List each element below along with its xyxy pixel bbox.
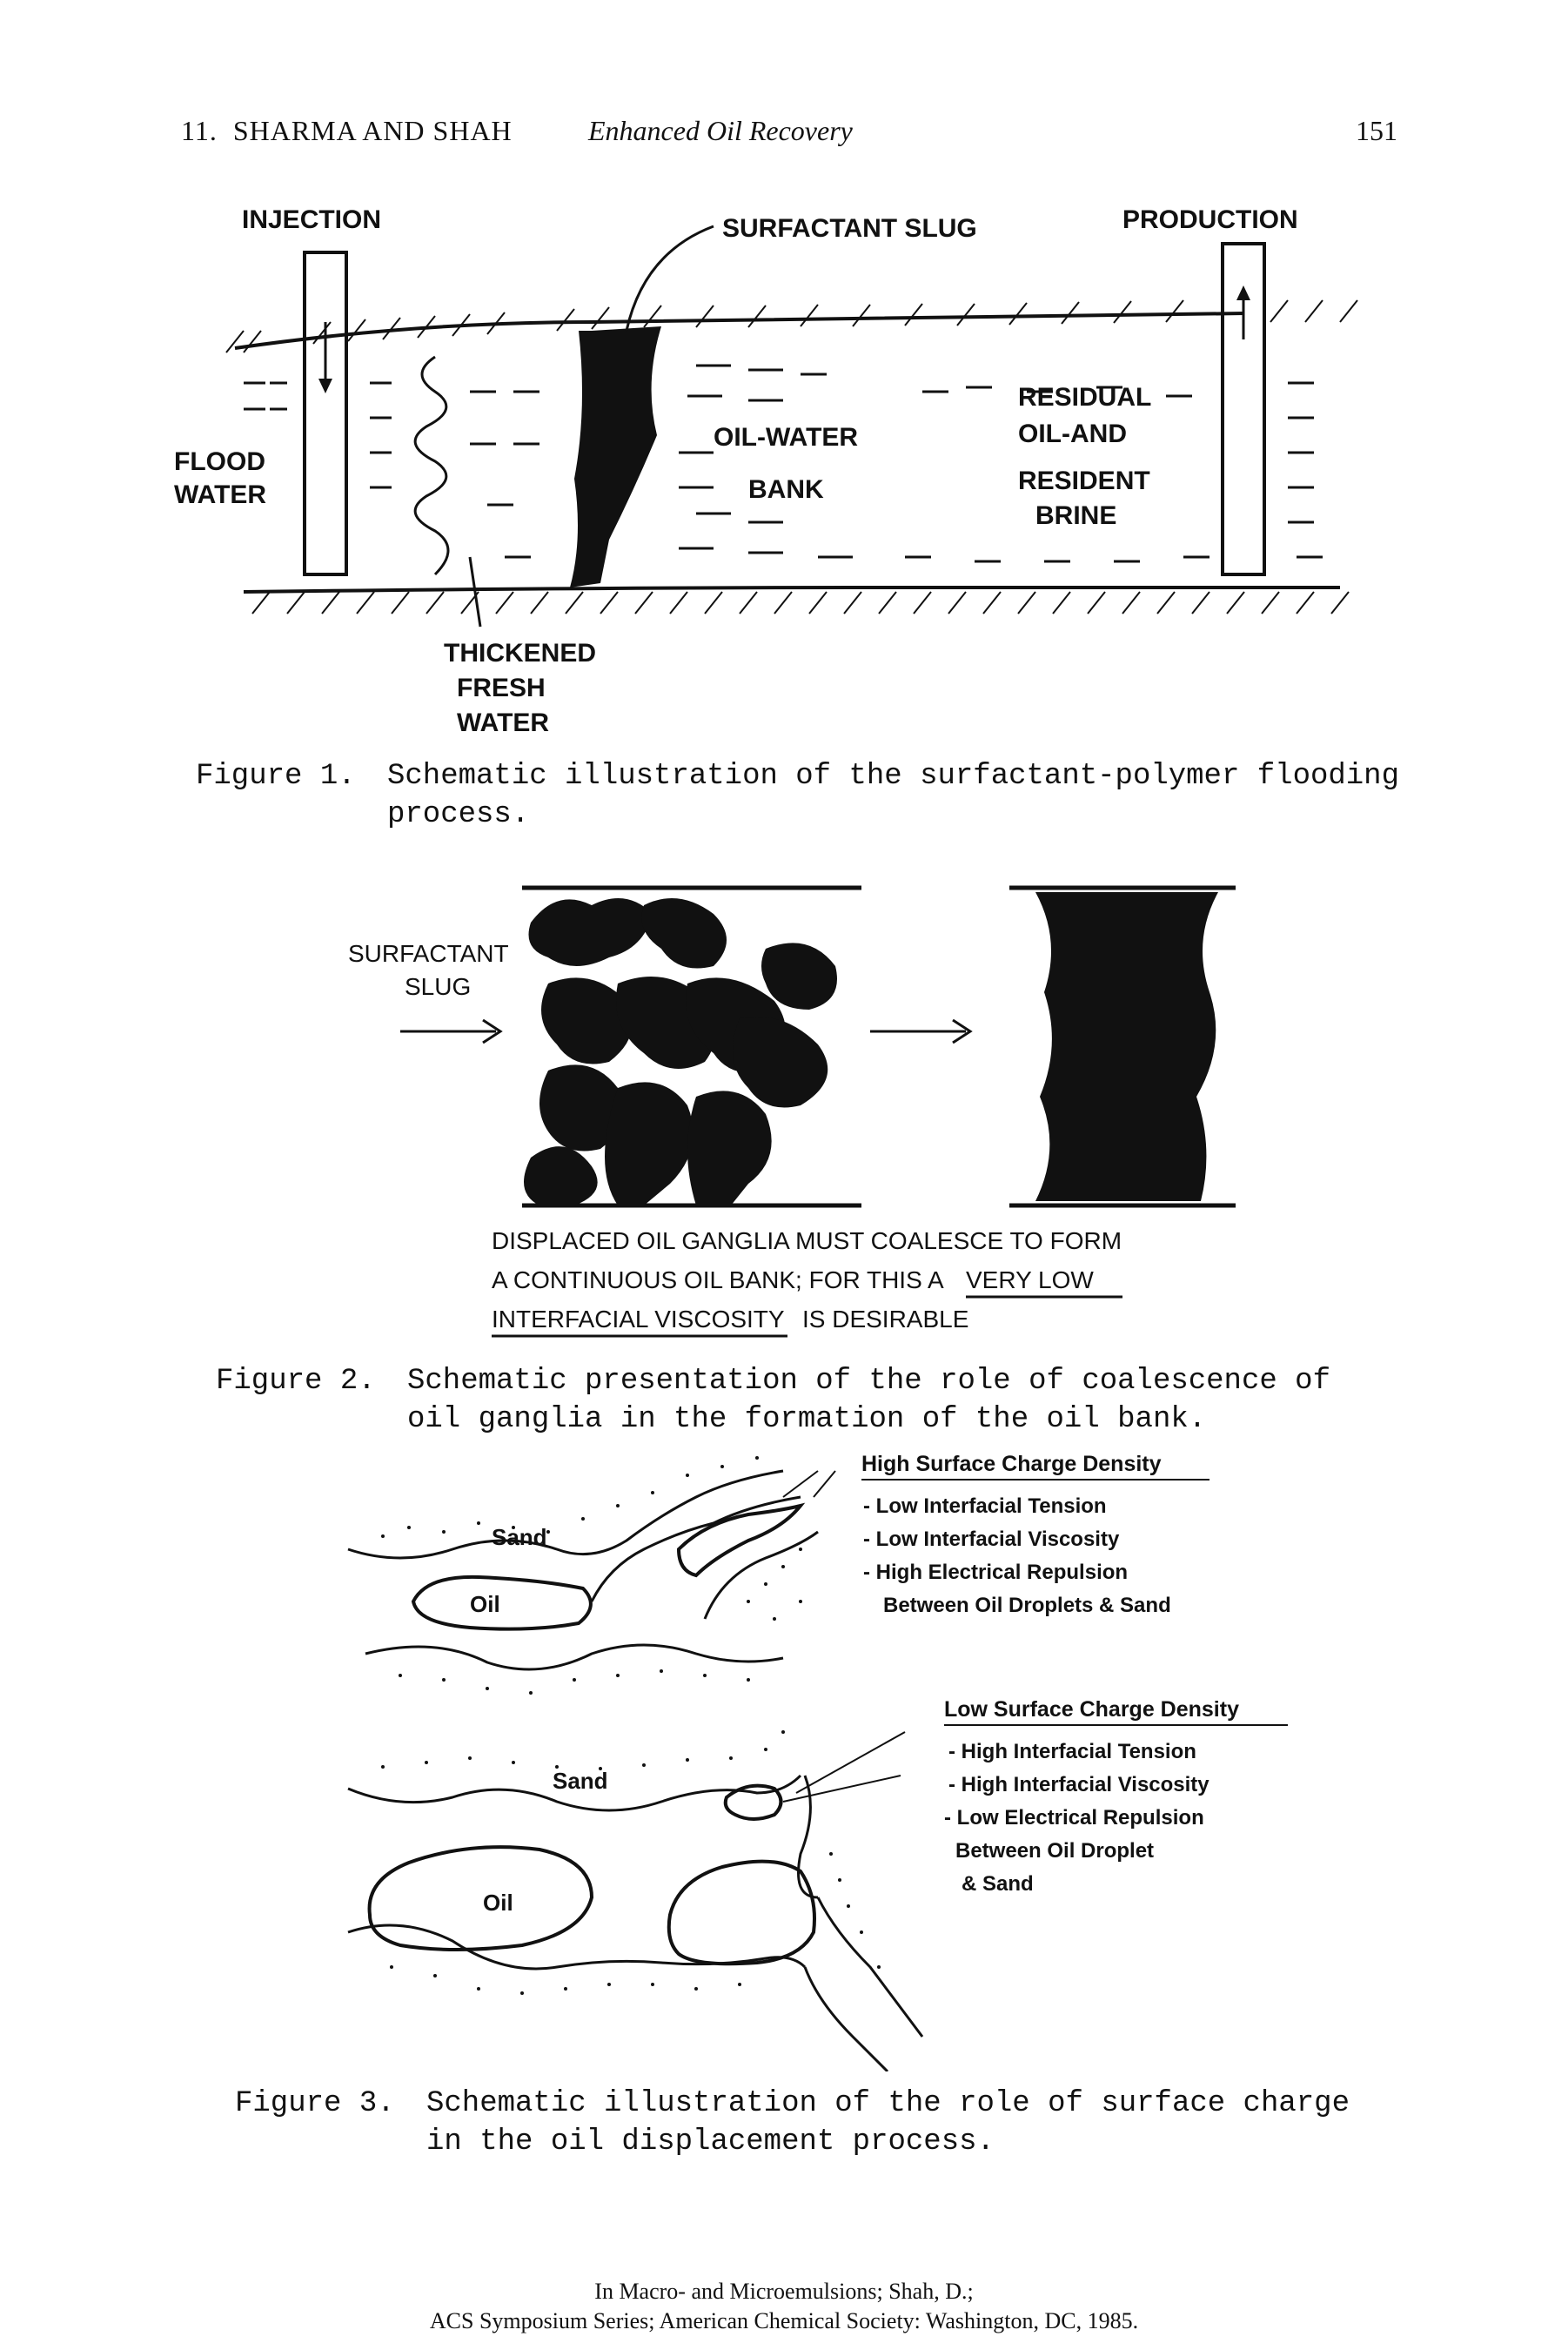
bottom-item-4: Between Oil Droplet [955, 1839, 1154, 1863]
author-names: SHARMA AND SHAH [232, 115, 513, 146]
footer-citation-line1: In Macro- and Microemulsions; Shah, D.; [594, 2279, 974, 2304]
figure1-caption-line2: process. [387, 798, 530, 831]
figure3-caption-line2: in the oil displacement process. [426, 2125, 995, 2159]
bottom-item-3: - Low Electrical Repulsion [944, 1806, 1204, 1830]
figure2-caption-line2: oil ganglia in the formation of the oil … [407, 1403, 1207, 1436]
bottom-item-5: & Sand [962, 1872, 1034, 1896]
bottom-item-1: - High Interfacial Tension [948, 1740, 1196, 1763]
label-surfactant: SURFACTANT [348, 940, 509, 967]
top-item-1: - Low Interfacial Tension [863, 1494, 1107, 1518]
top-item-2: - Low Interfacial Viscosity [863, 1528, 1120, 1551]
label-sand-bottom: Sand [553, 1768, 608, 1794]
label-oil-and: OIL-AND [1018, 420, 1127, 448]
label-resident: RESIDENT [1018, 467, 1150, 495]
figure3-schematic: High Surface Charge Density - Low Interf… [347, 1452, 1288, 2071]
top-item-4: Between Oil Droplets & Sand [883, 1594, 1171, 1617]
bottom-item-2: - High Interfacial Viscosity [948, 1773, 1210, 1796]
label-oil-bottom: Oil [483, 1890, 513, 1916]
figure1-caption: Figure 1. Schematic illustration of the … [196, 757, 1414, 836]
chapter-number: 11. [181, 115, 218, 146]
label-displaced-line3a: INTERFACIAL VISCOSITY [492, 1306, 785, 1333]
figure3-caption-line1: Schematic illustration of the role of su… [426, 2087, 1350, 2120]
figure1-schematic: INJECTION PRODUCTION SURFACTANT SLUG FLO… [174, 205, 1358, 737]
label-displaced-line2b: VERY LOW [966, 1266, 1094, 1293]
label-bank: BANK [748, 475, 824, 504]
label-production: PRODUCTION [1122, 205, 1298, 234]
figure2-caption: Figure 2. Schematic presentation of the … [216, 1362, 1434, 1440]
figure3-caption-label: Figure 3. [235, 2087, 395, 2120]
label-displaced-line2a: A CONTINUOUS OIL BANK; FOR THIS A [492, 1266, 944, 1293]
figure3-caption: Figure 3. Schematic illustration of the … [235, 2085, 1453, 2163]
label-displaced-line3b: IS DESIRABLE [802, 1306, 968, 1333]
figure1-caption-label: Figure 1. [196, 760, 356, 793]
running-header-authors: 11. SHARMA AND SHAH [181, 115, 513, 147]
label-slug: SLUG [405, 973, 471, 1000]
label-high-surface-charge: High Surface Charge Density [861, 1452, 1162, 1476]
page-number: 151 [1356, 115, 1397, 146]
running-header-title: Enhanced Oil Recovery [588, 115, 853, 146]
label-displaced-line1: DISPLACED OIL GANGLIA MUST COALESCE TO F… [492, 1227, 1122, 1254]
figure1-caption-line1: Schematic illustration of the surfactant… [387, 760, 1399, 793]
figure2-schematic: SURFACTANT SLUG DISPLACED OIL GANGLIA MU… [348, 885, 1236, 1338]
label-oil-top: Oil [470, 1591, 500, 1617]
figure2-caption-label: Figure 2. [216, 1365, 376, 1398]
label-flood-water: WATER [174, 480, 266, 509]
label-thickened: THICKENED [444, 639, 596, 668]
label-fresh-water: WATER [457, 708, 549, 737]
label-low-surface-charge: Low Surface Charge Density [944, 1697, 1239, 1722]
label-fresh: FRESH [457, 674, 546, 702]
label-sand-top: Sand [492, 1524, 547, 1550]
label-oil-water: OIL-WATER [714, 423, 858, 452]
footer-citation-line2: ACS Symposium Series; American Chemical … [429, 2308, 1139, 2333]
label-surfactant-slug: SURFACTANT SLUG [722, 214, 977, 243]
figure2-caption-line1: Schematic presentation of the role of co… [407, 1365, 1330, 1398]
label-brine: BRINE [1035, 501, 1116, 530]
label-residual: RESIDUAL [1018, 383, 1151, 412]
top-item-3: - High Electrical Repulsion [863, 1561, 1128, 1584]
label-injection: INJECTION [242, 205, 381, 234]
label-flood: FLOOD [174, 447, 265, 476]
